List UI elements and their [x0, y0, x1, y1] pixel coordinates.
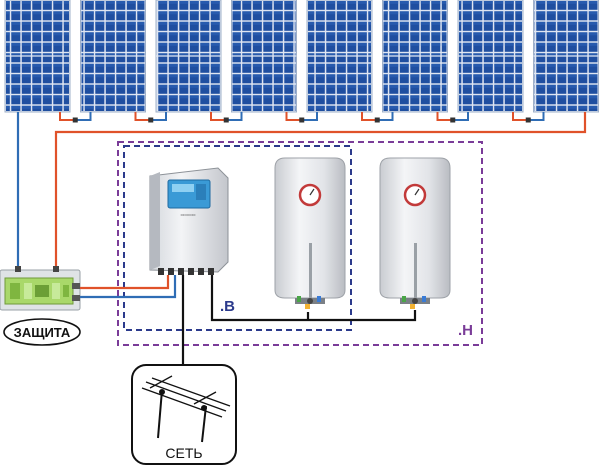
protection-box-icon [0, 266, 81, 311]
solar-panel-icon [155, 0, 222, 113]
grid-label: СЕТЬ [165, 445, 202, 461]
inverter-positive-wire [80, 275, 170, 290]
protection-label: ЗАЩИТА [14, 325, 71, 340]
panel-link-wire [285, 112, 318, 123]
protection-label-badge: ЗАЩИТА [3, 318, 81, 346]
panel-link-wire [134, 112, 167, 123]
solar-panel-icon [4, 0, 71, 113]
solar-panel-icon [457, 0, 524, 113]
solar-panel-array [4, 0, 599, 113]
zone-h-border [117, 141, 483, 346]
heater-feed-wire [210, 275, 417, 322]
zone-b-border [123, 145, 352, 331]
gauge-icon [403, 183, 427, 207]
solar-panel-icon [80, 0, 146, 113]
power-line-icon: СЕТЬ [131, 364, 237, 465]
inverter-icon: ▭▭▭▭ [149, 167, 229, 275]
zone-b-label: .В [220, 298, 235, 315]
inverter-brand-mark: ▭▭▭▭ [180, 212, 195, 217]
solar-panel-icon [306, 0, 373, 113]
gauge-icon [298, 183, 322, 207]
inverter-connectors [158, 268, 214, 275]
water-heater-group [274, 157, 451, 309]
solar-panel-icon [231, 0, 297, 113]
solar-panel-icon [382, 0, 448, 113]
water-heater-icon [274, 157, 346, 309]
panel-link-wire [361, 112, 394, 123]
solar-panel-icon [533, 0, 599, 113]
panel-interconnect-wires [59, 112, 545, 123]
water-heater-icon [379, 157, 451, 309]
panel-link-wire [512, 112, 545, 123]
panel-link-wire [59, 112, 92, 123]
zone-h-label: .Н [458, 322, 473, 339]
panel-link-wire [210, 112, 243, 123]
inverter-negative-wire [80, 275, 177, 299]
panel-link-wire [436, 112, 469, 123]
dc-positive-wire [54, 112, 587, 268]
